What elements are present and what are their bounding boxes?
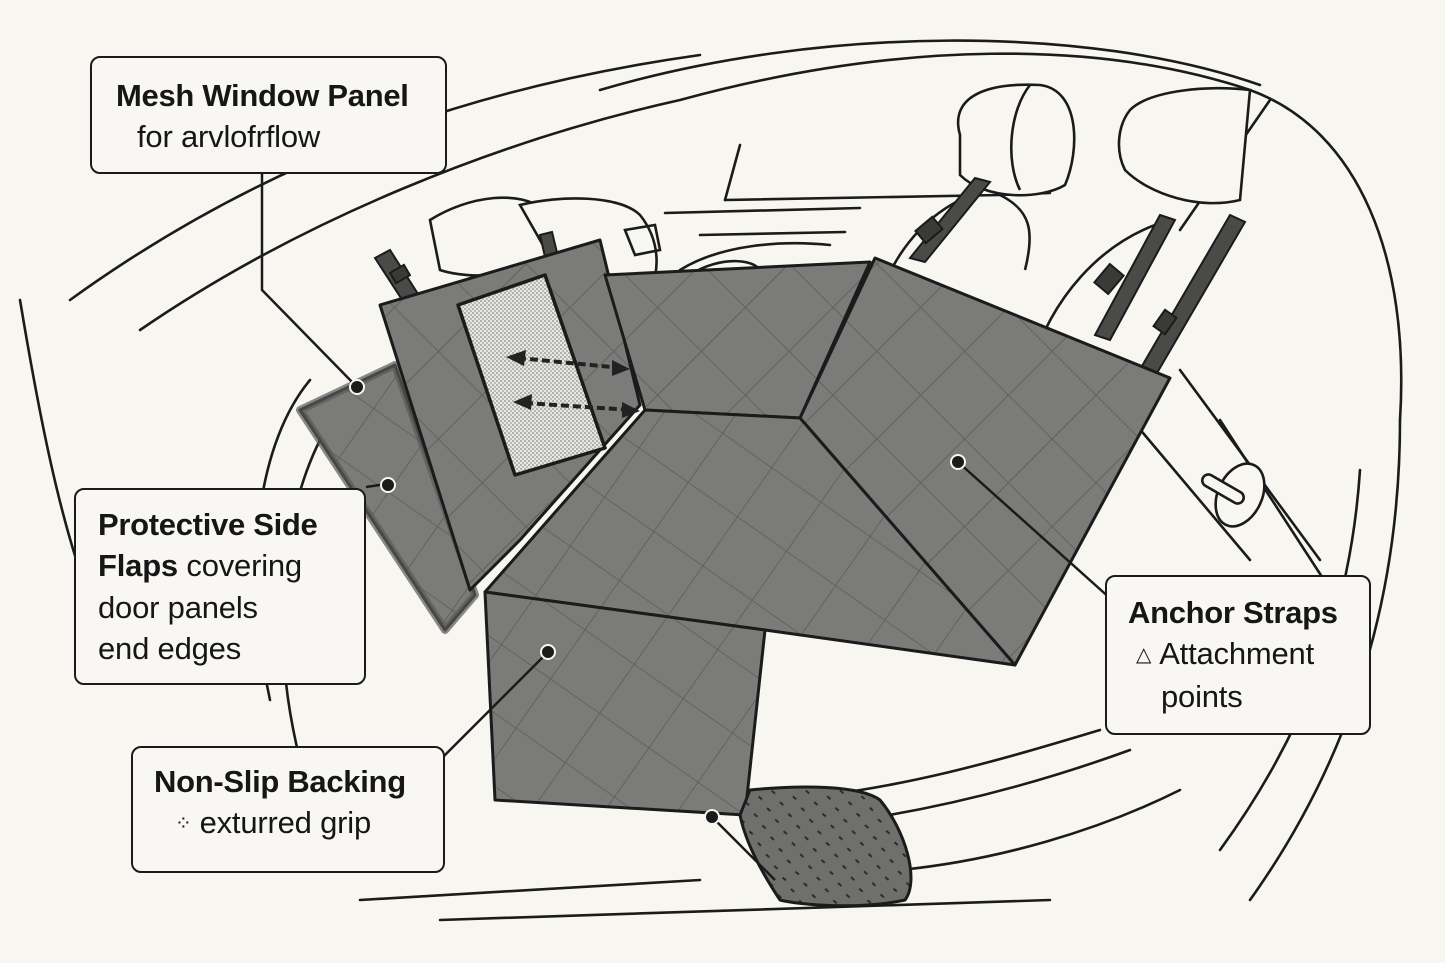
airflow-arrow-1-head-right	[612, 360, 630, 376]
leader-lines	[260, 174, 1113, 881]
front-window-pillar	[723, 143, 742, 202]
leader-mesh	[260, 174, 356, 386]
window-sill	[723, 193, 1002, 202]
callout-text: Attachment	[1159, 636, 1314, 671]
door-handle	[1200, 462, 1266, 528]
seat-cover	[296, 238, 1172, 908]
strap-5-buckle	[1152, 308, 1178, 336]
mesh-window	[456, 273, 607, 477]
headrest-right	[1117, 86, 1252, 205]
floor-line-3	[898, 788, 1182, 872]
sill-line-2	[358, 878, 702, 902]
callout-non-slip-backing: Non-Slip Backing ⁘ exturred grip	[131, 746, 445, 873]
callout-text: exturred grip	[199, 805, 372, 840]
callout-title: Anchor Straps	[1128, 595, 1338, 630]
airflow-arrow-1	[517, 356, 623, 370]
callout-text: door panels	[98, 589, 258, 625]
callout-text: points	[1161, 679, 1243, 714]
door-handle-bar	[1200, 473, 1246, 505]
callout-title-cont: Flaps	[98, 548, 178, 583]
door-line-2	[698, 230, 847, 237]
callout-text: end edges	[98, 631, 241, 666]
callout-mesh-window-panel: Mesh Window Panel for arvlofrflow	[90, 56, 447, 174]
non-slip-pad	[738, 785, 913, 908]
airflow-arrows	[506, 350, 640, 418]
roof-line-inner	[138, 52, 1403, 422]
leader-dots	[349, 379, 966, 825]
headrest-left-side	[1010, 84, 1032, 191]
callout-protective-side-flaps: Protective Side Flaps covering door pane…	[74, 488, 366, 685]
strap-4-buckle	[1092, 262, 1126, 296]
front-flap	[483, 590, 767, 817]
anchor-straps	[373, 176, 1247, 387]
texture-dots-icon: ⁘	[175, 813, 192, 835]
dot-mesh	[349, 379, 365, 395]
roof-arc	[598, 39, 1262, 92]
dot-backing-1	[540, 644, 556, 660]
sill-line-1	[438, 898, 1052, 922]
side-flap-left-border	[296, 361, 479, 634]
airflow-arrow-1-head-left	[506, 350, 526, 366]
dot-backing-2	[704, 809, 720, 825]
callout-text: covering	[186, 548, 302, 583]
leader-backing-2	[711, 816, 776, 881]
airflow-arrow-2	[524, 401, 633, 412]
callout-title: Mesh Window Panel	[116, 78, 409, 113]
strap-3-buckle	[914, 215, 944, 245]
triangle-icon: △	[1136, 644, 1152, 666]
airflow-arrow-2-head-right	[622, 402, 640, 418]
dot-anchor	[950, 454, 966, 470]
headrest-left	[956, 83, 1076, 197]
leader-anchor	[957, 461, 1113, 601]
front-seats	[428, 83, 1252, 371]
door-line-1	[663, 206, 862, 215]
strap-1-buckle	[388, 263, 412, 285]
seat-bottom	[483, 408, 1017, 667]
strap-3	[908, 176, 992, 264]
callout-text: for arvlofrflow	[137, 119, 321, 154]
callout-anchor-straps: Anchor Straps △ Attachment points	[1105, 575, 1371, 735]
leader-backing-1	[439, 651, 549, 761]
airflow-arrow-2-head-left	[513, 394, 532, 410]
door-pocket	[678, 241, 832, 272]
strap-4	[1093, 213, 1177, 342]
callout-title: Non-Slip Backing	[154, 764, 406, 799]
dash-vent	[623, 223, 662, 257]
callout-title: Protective Side	[98, 507, 318, 542]
dot-flaps	[380, 477, 396, 493]
